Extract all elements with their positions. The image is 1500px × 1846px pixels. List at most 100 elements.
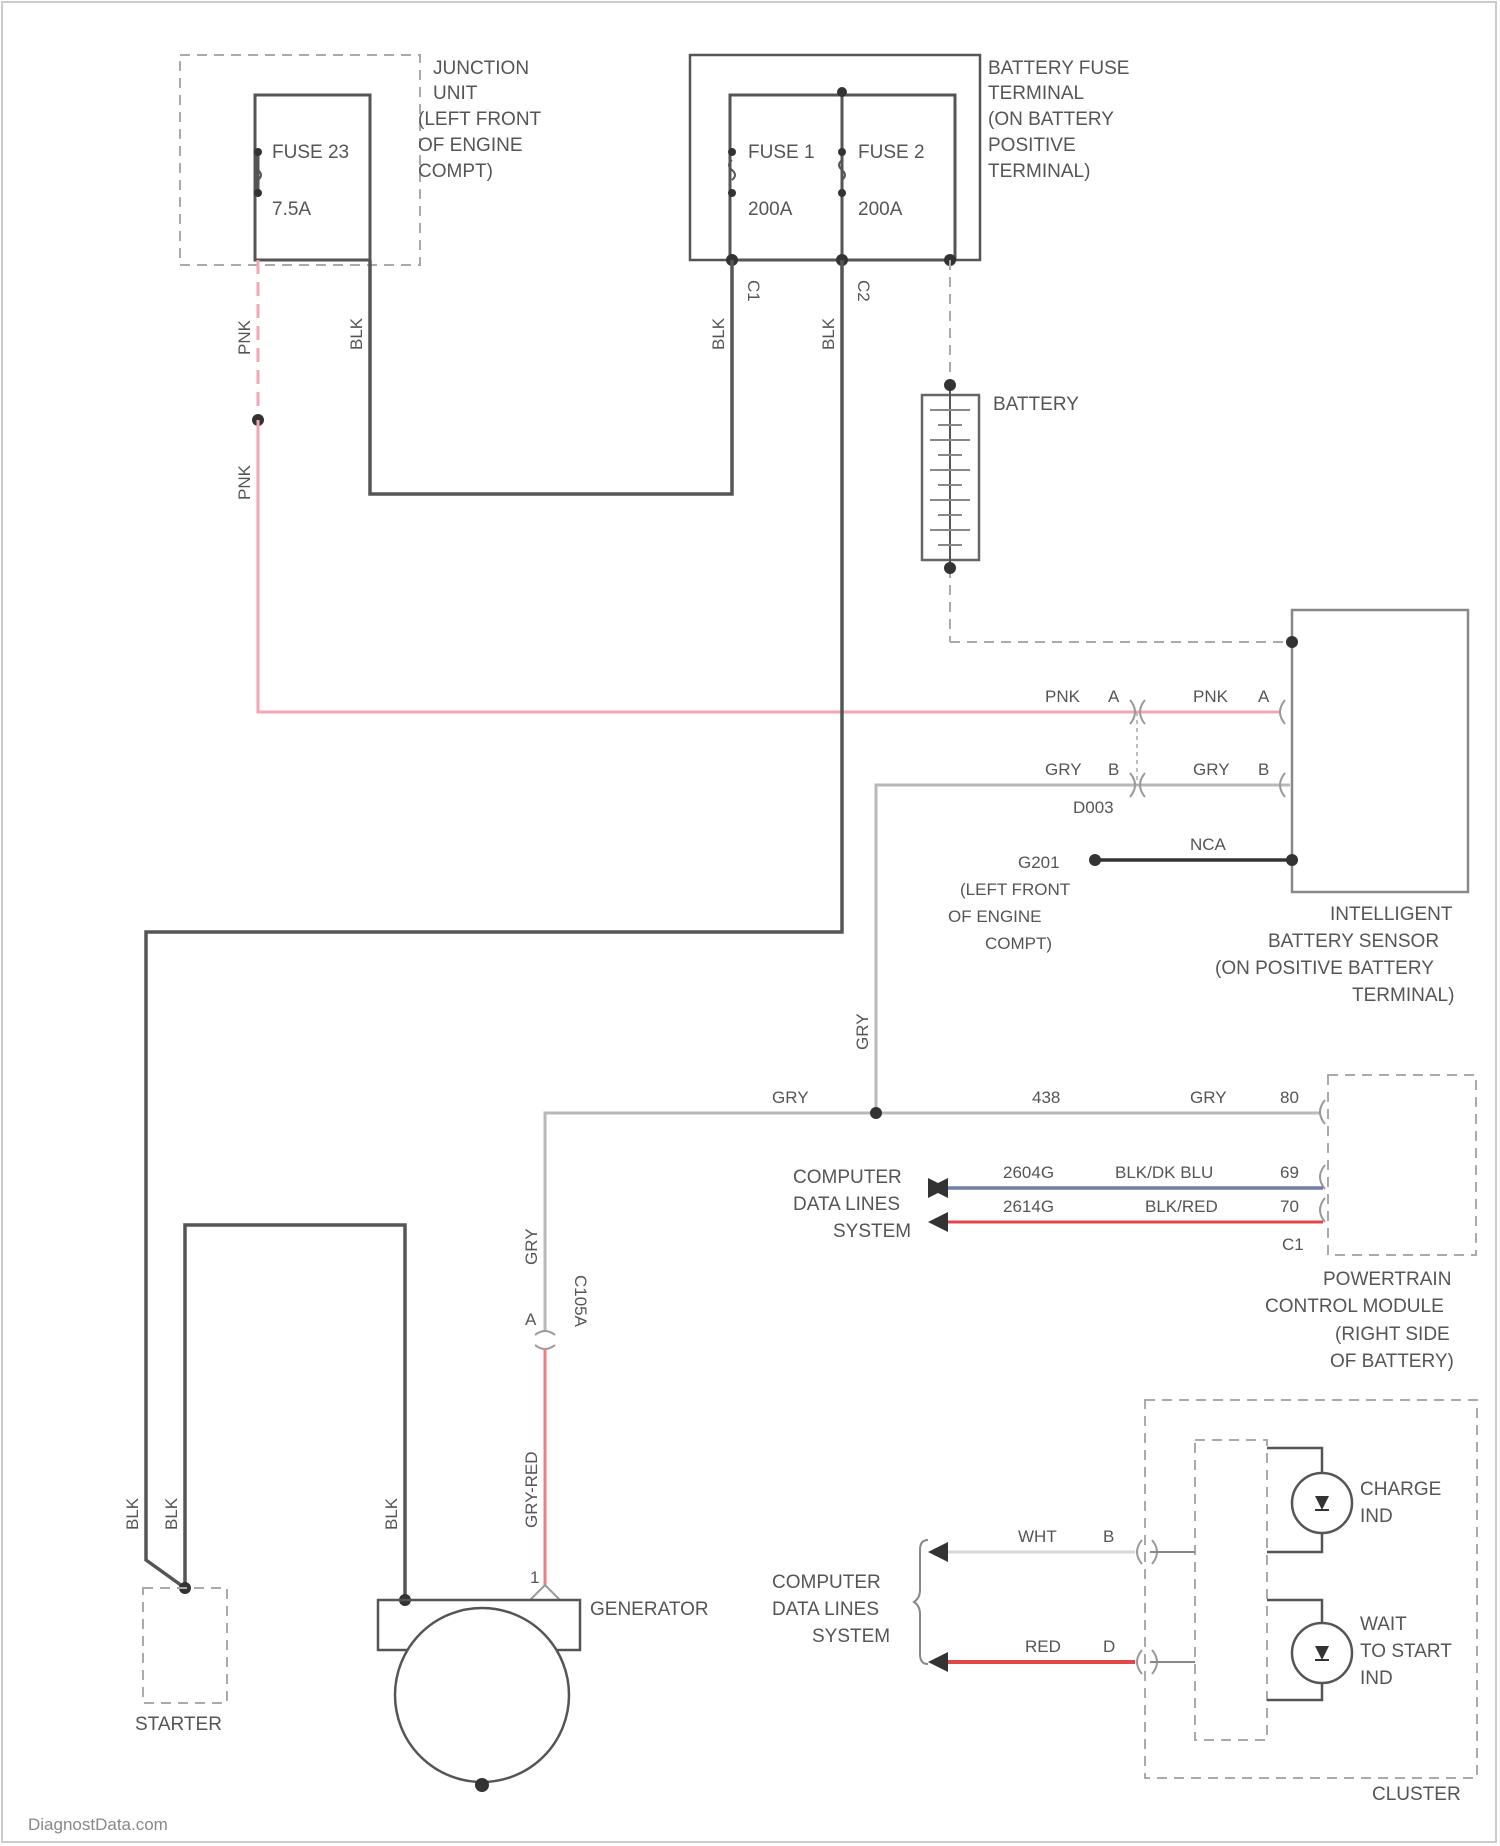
charge-ind-1: CHARGE [1360,1479,1441,1500]
generator-pin-a: A [525,1310,537,1329]
blk-generator-label: BLK [382,1497,401,1530]
wait-ind-2: TO START [1360,1641,1452,1662]
cluster-inner-dashed-box [1195,1440,1267,1740]
wait-ind-3: IND [1360,1668,1393,1689]
junction-unit-name-2: UNIT [433,83,478,104]
ibs-name-2: BATTERY SENSOR [1268,931,1439,952]
blk-wire-label-3: BLK [819,317,838,350]
generator-pin-1: 1 [530,1568,539,1587]
pcm-name-4: OF BATTERY) [1330,1351,1454,1372]
cluster-cdl-3: SYSTEM [812,1626,890,1647]
ground-loc-1: (LEFT FRONT [960,880,1070,899]
color-blk-dk-blu: BLK/DK BLU [1115,1163,1213,1182]
gry-bus-label-1: GRY [772,1088,809,1107]
fuse-23-box [255,95,370,260]
blk-starter-label-1: BLK [123,1497,142,1530]
gry-wire-ibs [876,785,1290,1113]
battery-fuse-terminal-name-1: BATTERY FUSE [988,58,1129,79]
gry-vertical-label: GRY [853,1013,872,1050]
pnk-wire-label-2: PNK [235,464,254,500]
fuse-1-name: FUSE 1 [748,142,815,163]
pcm-cdl-2: DATA LINES [793,1194,900,1215]
blk-starter-label-2: BLK [162,1497,181,1530]
ibs-connector-label: D003 [1073,798,1114,817]
circuit-438-label: 438 [1032,1088,1060,1107]
pnk-wire-label-1: PNK [235,319,254,355]
intelligent-battery-sensor: PNK A PNK A GRY B GRY B D003 NCA G201 (L… [876,610,1468,1113]
pcm-dashed-box [1328,1075,1476,1255]
connector-c1: C1 [744,280,763,302]
battery-fuse-terminal: FUSE 1 200A FUSE 2 200A C1 C2 BATTERY FU… [690,55,1129,302]
junction-unit-name-5: COMPT) [418,161,493,182]
pcm-cdl-1: COMPUTER [793,1167,902,1188]
ibs-pin-b-color-right: GRY [1193,760,1230,779]
powertrain-control-module: 80 69 70 C1 2604G 2614G BLK/DK BLU BLK/R… [793,1075,1476,1372]
cluster-label: CLUSTER [1372,1784,1461,1805]
starter-label: STARTER [135,1714,222,1735]
cdl-arrow-3 [928,1212,948,1232]
wait-to-start-indicator-lamp [1267,1600,1352,1700]
ibs-pin-a-right: A [1258,687,1270,706]
pcm-pin-69: 69 [1280,1163,1299,1182]
wait-ind-1: WAIT [1360,1614,1407,1635]
ibs-pin-b-color-left: GRY [1045,760,1082,779]
nca-label: NCA [1190,835,1227,854]
pnk-wire-to-ibs [258,420,1280,712]
battery-fuse-terminal-name-4: POSITIVE [988,135,1076,156]
battery-fuse-terminal-name-2: TERMINAL [988,83,1084,104]
blk-wire-fuse-loop [370,260,732,494]
ibs-pin-a-color-left: PNK [1045,687,1081,706]
fuse-23-rating: 7.5A [272,199,311,220]
pcm-connector-c1: C1 [1282,1235,1304,1254]
junction-unit: FUSE 23 7.5A JUNCTION UNIT (LEFT FRONT O… [180,55,542,265]
pcm-pin-80: 80 [1280,1088,1299,1107]
gry-lower-label: GRY [522,1228,541,1265]
ibs-pin-b-right: B [1258,760,1269,779]
ibs-name-1: INTELLIGENT [1330,904,1453,925]
battery-symbol [922,379,979,574]
cluster-cdl-2: DATA LINES [772,1599,879,1620]
battery-fuse-terminal-name-5: TERMINAL) [988,161,1090,182]
ground-loc-2: OF ENGINE [948,907,1042,926]
generator: GENERATOR [378,1599,709,1792]
blk-wire-label-1: BLK [347,317,366,350]
watermark: DiagnostData.com [28,1815,168,1834]
pcm-name-3: (RIGHT SIDE [1335,1324,1450,1345]
ibs-box [1292,610,1468,892]
wht-label: WHT [1018,1527,1057,1546]
connector-c2: C2 [854,280,873,302]
pcm-pin-70: 70 [1280,1197,1299,1216]
junction-unit-name-1: JUNCTION [433,58,529,79]
fuse-2-name: FUSE 2 [858,142,925,163]
wht-pin: B [1103,1527,1114,1546]
pcm-cdl-3: SYSTEM [833,1221,911,1242]
starter: STARTER [135,1588,227,1735]
battery-label: BATTERY [993,394,1079,415]
ibs-pin-a-color-right: PNK [1193,687,1229,706]
junction-unit-name-3: (LEFT FRONT [418,109,542,130]
red-pin: D [1103,1637,1115,1656]
fuse-23-name: FUSE 23 [272,142,349,163]
cluster-cdl-arrow-2 [928,1652,948,1672]
fuse-2-rating: 200A [858,199,903,220]
ground-loc-3: COMPT) [985,934,1052,953]
ibs-pin-a-left: A [1108,687,1120,706]
fuse-1-rating: 200A [748,199,793,220]
battery-fuse-terminal-box [690,55,980,260]
ibs-name-3: (ON POSITIVE BATTERY [1215,958,1434,979]
ground-g201-label: G201 [1018,853,1060,872]
starter-dashed-box [143,1588,227,1703]
cluster: CLUSTER WHT B RED D COMPUTER DATA LINES … [772,1400,1477,1805]
blk-wire-label-2: BLK [709,317,728,350]
circuit-2614g: 2614G [1003,1197,1054,1216]
generator-label: GENERATOR [590,1599,709,1620]
ibs-pin-b-left: B [1108,760,1119,779]
pcm-name-2: CONTROL MODULE [1265,1296,1444,1317]
charge-ind-2: IND [1360,1506,1393,1527]
gry-bus-label-2: GRY [1190,1088,1227,1107]
junction-unit-name-4: OF ENGINE [418,135,523,156]
circuit-2604g: 2604G [1003,1163,1054,1182]
color-blk-red: BLK/RED [1145,1197,1218,1216]
charge-indicator-lamp [1267,1448,1352,1552]
